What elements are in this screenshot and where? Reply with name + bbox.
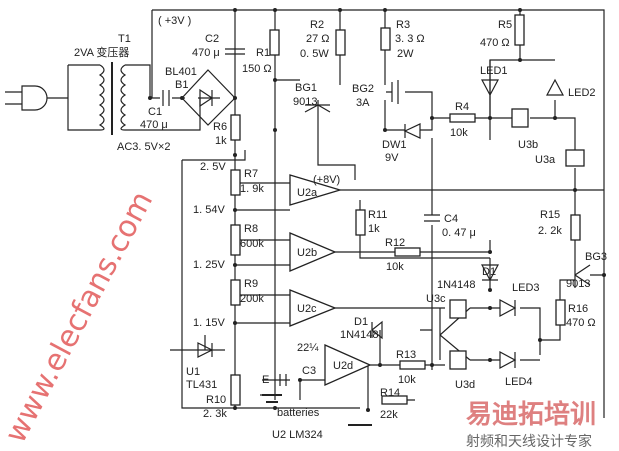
- bg1-part: 9013: [293, 96, 317, 108]
- r8-ref: R8: [244, 223, 258, 235]
- u1-part: TL431: [186, 379, 217, 391]
- rail-3v-label: ( +3V ): [158, 15, 191, 27]
- r15-ref: R15: [540, 209, 560, 221]
- t1-ref: T1: [118, 33, 131, 45]
- u3b-label: U3b: [518, 139, 538, 151]
- r13-ref: R13: [396, 349, 416, 361]
- r12-ref: R12: [385, 237, 405, 249]
- r1-value: 150 Ω: [242, 63, 272, 75]
- c4-ref: C4: [444, 213, 458, 225]
- bg2-part: 3A: [356, 97, 370, 109]
- capacitor-icons: [162, 48, 440, 386]
- u2c-label: U2c: [297, 303, 317, 315]
- c2-ref: C2: [205, 33, 219, 45]
- r3-value: 3. 3 Ω: [395, 33, 425, 45]
- r6-value: 1k: [215, 135, 227, 147]
- battery-node-e: E: [262, 374, 269, 386]
- r15-value: 2. 2k: [538, 225, 562, 237]
- r11-value: 1k: [368, 223, 380, 235]
- bg3-ref: BG3: [585, 251, 607, 263]
- r1-ref: R1: [256, 47, 270, 59]
- logo: 易迪拓培训 射频和天线设计专家: [466, 399, 596, 449]
- dw1-ref: DW1: [382, 139, 406, 151]
- r9-ref: R9: [244, 278, 258, 290]
- d1a-ref: D1: [482, 266, 496, 278]
- led3-label: LED3: [512, 282, 540, 294]
- t1-secondary: AC3. 5V×2: [117, 141, 171, 153]
- r10-ref: R10: [206, 394, 226, 406]
- u2-part: U2 LM324: [272, 429, 323, 441]
- t1-desc: 2VA 变压器: [74, 45, 129, 59]
- c3-value: 22¼: [297, 342, 319, 354]
- r14-value: 22k: [380, 409, 398, 421]
- r4-value: 10k: [450, 127, 468, 139]
- u2d-label: U2d: [333, 360, 353, 372]
- d1a-part: 1N4148: [437, 279, 476, 291]
- d1b-ref: D1: [354, 316, 368, 328]
- led4-label: LED4: [505, 376, 533, 388]
- r7-value: 1. 9k: [240, 183, 264, 195]
- voltage-1v15: 1. 15V: [193, 317, 225, 329]
- b1-ref: B1: [175, 79, 188, 91]
- r7-ref: R7: [244, 168, 258, 180]
- led1-label: LED1: [480, 65, 508, 77]
- r5-ref: R5: [498, 19, 512, 31]
- c4-value: 0. 47 μ: [442, 227, 476, 239]
- power-plug-icon: [5, 85, 68, 111]
- rail-8v-label: (+8V): [313, 174, 340, 186]
- bg3-part: 9013: [566, 278, 590, 290]
- r12-value: 10k: [386, 261, 404, 273]
- r6-ref: R6: [213, 121, 227, 133]
- r2-value: 27 Ω: [306, 33, 330, 45]
- logo-tagline: 射频和天线设计专家: [466, 433, 592, 449]
- r4-ref: R4: [455, 101, 469, 113]
- u1-ref: U1: [186, 366, 200, 378]
- r5-value: 470 Ω: [480, 37, 510, 49]
- r13-value: 10k: [398, 374, 416, 386]
- b1-part: BL401: [165, 66, 197, 78]
- r16-ref: R16: [568, 303, 588, 315]
- r14-ref: R14: [380, 387, 400, 399]
- voltage-2v5: 2. 5V: [200, 161, 226, 173]
- r16-value: 470 Ω: [566, 317, 596, 329]
- u3c-label: U3c: [426, 293, 446, 305]
- voltage-1v54: 1. 54V: [193, 204, 225, 216]
- r2-ref: R2: [310, 19, 324, 31]
- voltage-1v25: 1. 25V: [193, 259, 225, 271]
- bg2-ref: BG2: [352, 83, 374, 95]
- r3-ref: R3: [396, 19, 410, 31]
- r2-power: 0. 5W: [300, 48, 329, 60]
- dw1-value: 9V: [385, 152, 399, 164]
- r11-ref: R11: [368, 209, 387, 221]
- r8-value: 600k: [240, 238, 264, 250]
- d1b-part: 1N4148: [340, 329, 379, 341]
- semiconductor-icons: [197, 60, 591, 387]
- u3a-label: U3a: [535, 154, 556, 166]
- u2b-label: U2b: [297, 247, 317, 259]
- c1-ref: C1: [148, 106, 162, 118]
- u2a-label: U2a: [297, 187, 318, 199]
- r3-power: 2W: [397, 48, 414, 60]
- bridge-rectifier-icon: [181, 69, 236, 126]
- r10-value: 2. 3k: [203, 408, 227, 420]
- watermark: www.elecfans.com: [0, 186, 160, 449]
- batteries-label: batteries: [277, 407, 320, 419]
- u3d-label: U3d: [455, 379, 475, 391]
- c1-value: 470 μ: [140, 119, 168, 131]
- bg1-ref: BG1: [295, 82, 317, 94]
- c2-value: 470 μ: [192, 47, 220, 59]
- r9-value: 200k: [240, 293, 264, 305]
- logo-name: 易迪拓培训: [466, 399, 596, 429]
- c3-ref: C3: [302, 365, 316, 377]
- led2-label: LED2: [568, 87, 596, 99]
- transformer-icon: [98, 62, 127, 135]
- resistor-icons: [230, 14, 581, 406]
